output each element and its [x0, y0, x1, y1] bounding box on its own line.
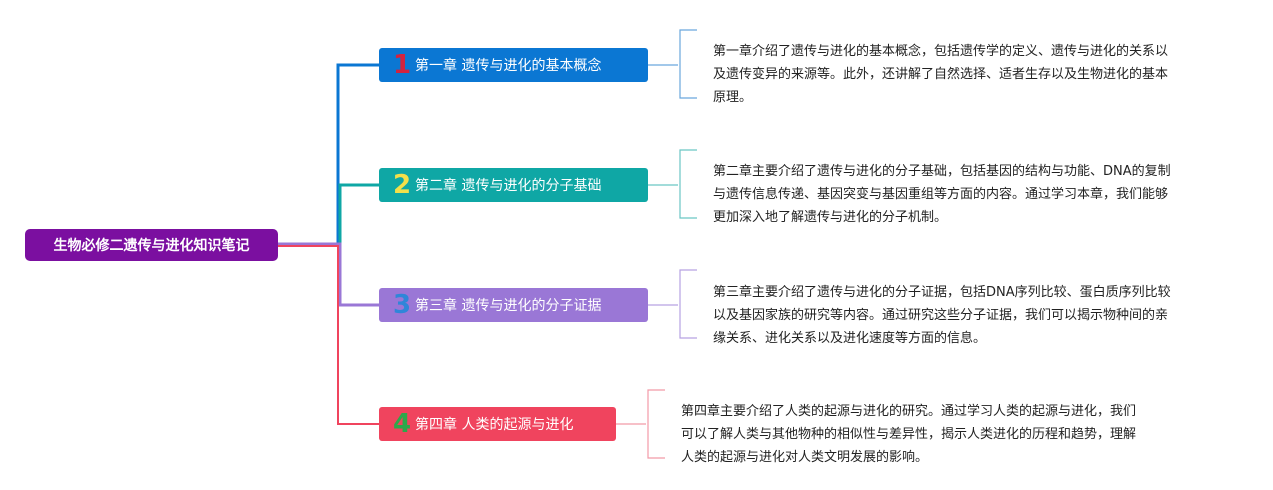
connector-chapter-2 [278, 183, 379, 246]
summary-line: 与遗传信息传递、基因突变与基因重组等方面的内容。通过学习本章，我们能够 [713, 187, 1169, 202]
bracket-summary-2 [648, 149, 697, 219]
connector-chapter-3 [278, 242, 379, 307]
summary-line: 更加深入地了解遗传与进化的分子机制。 [713, 210, 948, 225]
summary-line: 原理。 [713, 90, 753, 105]
bracket-summary-4 [616, 389, 665, 459]
bracket-summary-1 [648, 29, 697, 99]
chapter-node-3[interactable]: 3 第三章 遗传与进化的分子证据 [379, 288, 648, 322]
summary-line: 人类的起源与进化对人类文明发展的影响。 [681, 450, 929, 465]
root-topic[interactable]: 生物必修二遗传与进化知识笔记 [25, 229, 278, 261]
bracket-summary-3 [648, 269, 697, 339]
chapter-number-2: 2 [393, 170, 412, 200]
chapter-summary-1[interactable]: 第一章介绍了遗传与进化的基本概念，包括遗传学的定义、遗传与进化的关系以 及遗传变… [713, 40, 1213, 109]
summary-line: 第一章介绍了遗传与进化的基本概念，包括遗传学的定义、遗传与进化的关系以 [713, 44, 1169, 59]
connector-chapter-4 [278, 245, 379, 425]
chapter-summary-4[interactable]: 第四章主要介绍了人类的起源与进化的研究。通过学习人类的起源与进化，我们 可以了解… [681, 400, 1181, 469]
chapter-node-4[interactable]: 4 第四章 人类的起源与进化 [379, 407, 616, 441]
chapter-summary-3[interactable]: 第三章主要介绍了遗传与进化的分子证据，包括DNA序列比较、蛋白质序列比较 以及基… [713, 281, 1213, 350]
summary-line: 及遗传变异的来源等。此外，还讲解了自然选择、适者生存以及生物进化的基本 [713, 67, 1169, 82]
chapter-title-1: 第一章 遗传与进化的基本概念 [415, 58, 602, 74]
summary-line: 以及基因家族的研究等内容。通过研究这些分子证据，我们可以揭示物种间的亲 [713, 308, 1169, 323]
chapter-title-2: 第二章 遗传与进化的分子基础 [415, 178, 602, 194]
summary-line: 缘关系、进化关系以及进化速度等方面的信息。 [713, 331, 987, 346]
chapter-title-4: 第四章 人类的起源与进化 [415, 417, 574, 433]
root-topic-label: 生物必修二遗传与进化知识笔记 [53, 238, 250, 254]
summary-line: 可以了解人类与其他物种的相似性与差异性，揭示人类进化的历程和趋势，理解 [681, 427, 1137, 442]
summary-line: 第三章主要介绍了遗传与进化的分子证据，包括DNA序列比较、蛋白质序列比较 [713, 285, 1171, 300]
summary-line: 第二章主要介绍了遗传与进化的分子基础，包括基因的结构与功能、DNA的复制 [713, 164, 1171, 179]
chapter-node-1[interactable]: 1 第一章 遗传与进化的基本概念 [379, 48, 648, 82]
summary-line: 第四章主要介绍了人类的起源与进化的研究。通过学习人类的起源与进化，我们 [681, 404, 1137, 419]
chapter-title-3: 第三章 遗传与进化的分子证据 [415, 298, 602, 314]
chapter-number-1: 1 [393, 50, 412, 80]
chapter-number-3: 3 [393, 290, 412, 320]
chapter-node-2[interactable]: 2 第二章 遗传与进化的分子基础 [379, 168, 648, 202]
connector-chapter-1 [278, 63, 379, 246]
chapter-summary-2[interactable]: 第二章主要介绍了遗传与进化的分子基础，包括基因的结构与功能、DNA的复制 与遗传… [713, 160, 1213, 229]
chapter-number-4: 4 [393, 409, 412, 439]
